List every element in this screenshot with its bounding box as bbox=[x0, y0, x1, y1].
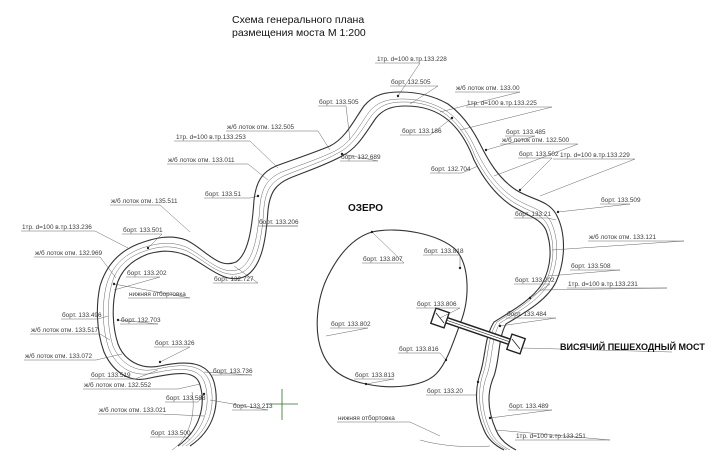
elevation-label: борт. 133.519 bbox=[91, 371, 131, 379]
elevation-label: 1тр. d=100 в.тр.133.229 bbox=[560, 152, 630, 159]
elevation-label: 1тр. d=100 в.тр.133.225 bbox=[467, 100, 537, 107]
elevation-label: борт. 133.206 bbox=[259, 218, 299, 226]
elevation-label: борт. 132.703 bbox=[121, 316, 161, 324]
elevation-label: ж/б лоток отм. 133.072 bbox=[25, 352, 93, 360]
elevation-label: борт. 133.816 bbox=[399, 345, 439, 353]
elevation-label: ж/б лоток отм. 135.511 bbox=[111, 197, 178, 205]
path-markers bbox=[112, 94, 560, 420]
elevation-label: борт. 133.509 bbox=[601, 196, 641, 204]
survey-crosshair bbox=[266, 389, 298, 420]
elevation-label: борт. 133.500 bbox=[151, 429, 191, 437]
elevation-label: борт. 133.508 bbox=[571, 262, 611, 270]
bridge-leader bbox=[521, 347, 673, 353]
elevation-label: борт. 133.501 bbox=[123, 226, 163, 234]
suspension-bridge bbox=[429, 307, 527, 355]
elevation-label: борт. 133.736 bbox=[213, 367, 253, 375]
elevation-label: ж/б лоток отм. 133.011 bbox=[168, 156, 235, 164]
lake-label: ОЗЕРО bbox=[348, 203, 383, 214]
elevation-label: борт. 133.202 bbox=[515, 276, 555, 284]
elevation-label: борт. 133.326 bbox=[155, 339, 195, 347]
leader-lines bbox=[21, 62, 685, 441]
elevation-label: ж/б лоток отм. 132.500 bbox=[502, 136, 570, 144]
elevation-label: 1тр. d=100 в.тр.133.236 bbox=[22, 224, 92, 231]
elevation-label: ж/б лоток отм. 133.021 bbox=[99, 406, 167, 414]
elevation-label: борт. 133.186 bbox=[402, 127, 442, 135]
elevation-label: борт. 133.505 bbox=[319, 98, 359, 106]
elevation-labels: 1тр. d=100 в.тр.133.228 борт. 132.505 ж/… bbox=[22, 56, 657, 440]
elevation-label: борт. 133.813 bbox=[355, 371, 395, 379]
elevation-label: 1тр. d=100 в.тр.133.253 bbox=[176, 134, 246, 141]
island-outline bbox=[316, 229, 468, 388]
elevation-label: борт. 133.20 bbox=[427, 387, 463, 395]
elevation-label: борт. 133.807 bbox=[363, 255, 403, 263]
elevation-label: борт. 132.505 bbox=[391, 78, 431, 86]
elevation-label: ж/б лоток отм. 132.505 bbox=[227, 123, 295, 131]
elevation-label: борт. 133.485 bbox=[506, 128, 546, 136]
elevation-label: борт. 133.806 bbox=[417, 300, 457, 308]
elevation-label: борт. 133.213 bbox=[233, 402, 273, 410]
elevation-label: 1тр. d=100 в.тр.133.231 bbox=[568, 281, 638, 288]
elevation-label: ж/б лоток отм. 133.121 bbox=[589, 233, 657, 241]
elevation-label: борт. 133.588 bbox=[166, 394, 206, 402]
path-outer-edge bbox=[96, 91, 564, 451]
elevation-label: ж/б лоток отм. 133.00 bbox=[456, 84, 520, 92]
elevation-label: борт. 133.202 bbox=[127, 269, 167, 277]
path-inner-edge bbox=[112, 105, 551, 451]
elevation-label: ж/б лоток отм. 132.969 bbox=[35, 249, 103, 257]
elevation-label: борт. 133.489 bbox=[509, 402, 549, 410]
lower-border-left bbox=[171, 391, 194, 451]
elevation-label: борт. 133.496 bbox=[62, 311, 102, 319]
elevation-label: 1тр. d=100 в.тр.133.228 bbox=[377, 56, 447, 63]
elevation-label: 1тр. d=100 в.тр.133.251 bbox=[516, 433, 586, 440]
elevation-label: борт. 133.51 bbox=[205, 190, 241, 198]
elevation-label: борт. 133.502 bbox=[519, 150, 559, 158]
elevation-label: нижняя отбортовка bbox=[129, 290, 186, 298]
elevation-label: борт. 133.818 bbox=[424, 247, 464, 255]
plan-title-line-2: размещения моста М 1:200 bbox=[232, 27, 366, 39]
elevation-label: борт. 133.21 bbox=[515, 210, 551, 218]
elevation-label: борт. 132.704 bbox=[431, 165, 471, 173]
bridge-label: ВИСЯЧИЙ ПЕШЕХОДНЫЙ МОСТ bbox=[560, 341, 705, 352]
elevation-label: борт. 132.689 bbox=[341, 153, 381, 161]
elevation-label: ж/б лоток отм. 132.552 bbox=[84, 381, 152, 389]
elevation-label: борт. 133.484 bbox=[507, 310, 547, 318]
lower-border-bottom bbox=[419, 439, 491, 447]
path-tray-lines bbox=[103, 98, 558, 451]
elevation-label: нижняя отбортовка bbox=[338, 414, 395, 422]
elevation-label: борт. 132.727 bbox=[214, 275, 254, 283]
elevation-label: ж/б лоток отм. 133.517 bbox=[31, 326, 99, 334]
elevation-label: борт. 133.802 bbox=[331, 320, 371, 328]
plan-title-line-1: Схема генерального плана bbox=[232, 14, 364, 26]
